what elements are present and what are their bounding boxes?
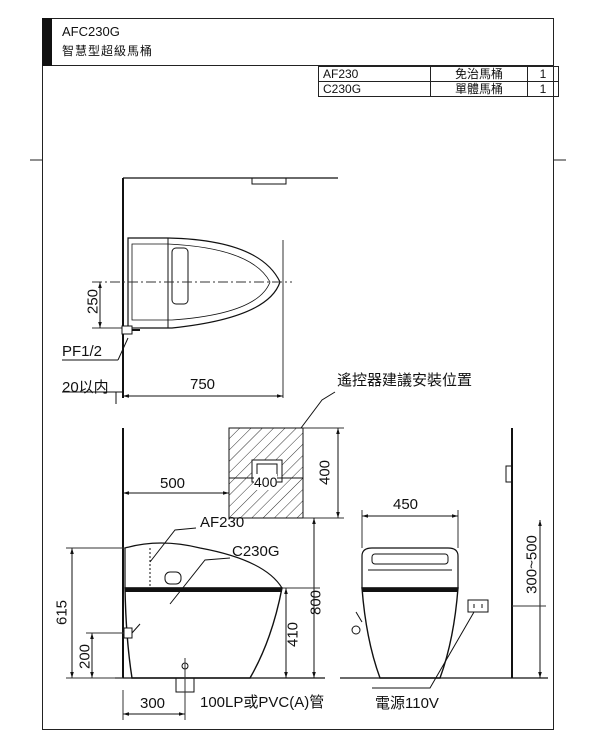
model-number: AFC230G: [62, 24, 120, 39]
part-desc: 單體馬桶: [430, 81, 528, 97]
top-view: [62, 177, 338, 404]
side-view: [66, 391, 344, 720]
drawing-frame: [42, 18, 554, 730]
seat-front-outline: [361, 547, 459, 589]
product-name: 智慧型超級馬桶: [62, 44, 154, 58]
part-qty: 1: [527, 81, 559, 97]
seat-unit-outline: [124, 542, 284, 589]
dim-box-width: 400: [254, 474, 278, 490]
dim-300-500: 300~500: [523, 535, 541, 594]
front-view: [340, 428, 548, 689]
dim-800: 800: [307, 589, 325, 616]
bowl-front-outline: [361, 587, 459, 679]
part-desc: 免治馬桶: [430, 66, 528, 82]
dim-250: 250: [84, 288, 102, 315]
title-accent-bar: [42, 18, 52, 66]
pipe-label: PF1/2: [62, 343, 103, 360]
part-code: C230G: [318, 81, 431, 97]
parts-row: AF230 免治馬桶 1: [318, 66, 559, 82]
dim-box-height: 400: [316, 459, 334, 486]
remote-note: 遙控器建議安裝位置: [337, 372, 473, 389]
dim-450: 450: [393, 496, 419, 513]
within-20-label: 20以内: [62, 379, 109, 396]
outlet-icon: [467, 599, 489, 613]
af230-label: AF230: [200, 514, 245, 531]
bowl-side-outline: [124, 587, 283, 679]
drain-label: 100LP或PVC(A)管: [200, 694, 325, 711]
dim-410: 410: [284, 621, 302, 648]
parts-table: AF230 免治馬桶 1 C230G 單體馬桶 1: [318, 66, 559, 97]
title-bar: [42, 18, 554, 66]
dim-200: 200: [76, 643, 94, 670]
dim-750: 750: [190, 376, 216, 393]
dim-500: 500: [160, 475, 186, 492]
c230g-label: C230G: [232, 543, 280, 560]
dim-300: 300: [140, 695, 166, 712]
dim-615: 615: [53, 599, 71, 626]
power-label: 電源110V: [375, 695, 439, 712]
parts-row: C230G 單體馬桶 1: [318, 81, 559, 97]
bowl-top-outline: [127, 237, 281, 329]
